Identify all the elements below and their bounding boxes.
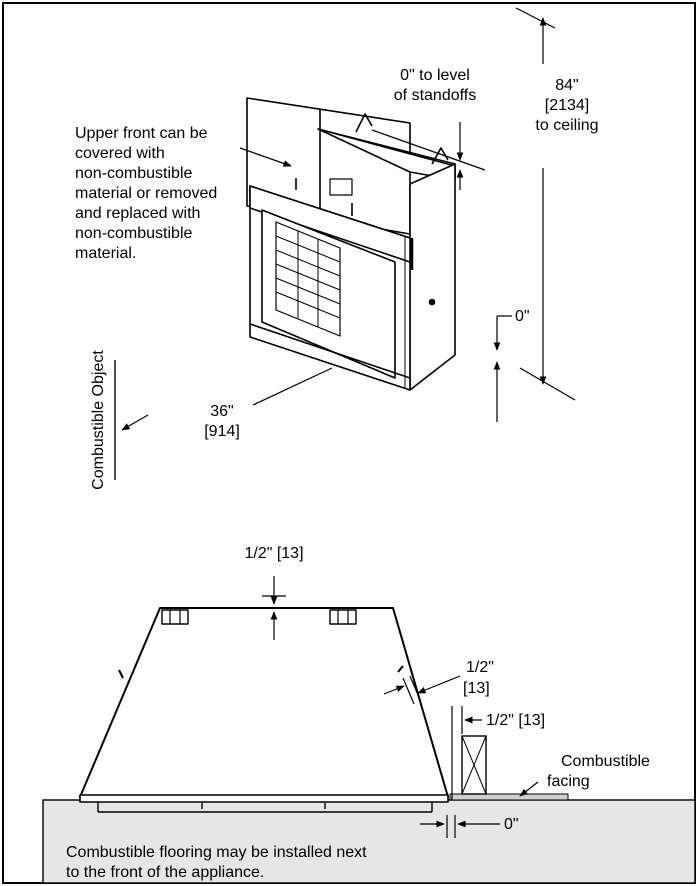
- facing-label-line-2: facing: [547, 773, 590, 790]
- flooring-note-line-2: to the front of the appliance.: [66, 864, 264, 881]
- flooring-note-line-1: Combustible flooring may be installed ne…: [66, 844, 367, 861]
- side-zero-label: 0": [515, 308, 530, 325]
- upper-front-note-line-6: non-combustible: [75, 225, 193, 242]
- upper-front-note-line-7: material.: [75, 245, 136, 262]
- plan-view-dimensions: [262, 576, 539, 838]
- standoffs-label-line-1: 0" to level: [400, 67, 470, 84]
- floor-zero-label: 0": [504, 816, 519, 833]
- width-label-line-2: [914]: [204, 423, 240, 440]
- upper-front-note-line-2: covered with: [75, 145, 165, 162]
- facing-label-line-1: Combustible: [561, 753, 650, 770]
- upper-front-note-line-5: and replaced with: [75, 205, 200, 222]
- ceiling-label-line-3: to ceiling: [535, 117, 598, 134]
- upper-front-note-line-3: non-combustible: [75, 165, 193, 182]
- standoffs-label-line-2: of standoffs: [394, 87, 476, 104]
- combustible-object-label: Combustible Object: [90, 350, 107, 490]
- fireplace-plan-view: [79, 607, 449, 813]
- top-clearance-label: 1/2" [13]: [244, 545, 303, 562]
- combustible-floor: [42, 799, 696, 884]
- ceiling-label-line-1: 84": [555, 77, 578, 94]
- ceiling-label-line-2: [2134]: [545, 97, 589, 114]
- combustible-facing: [449, 793, 569, 801]
- upper-front-note-line-4: material or removed: [75, 185, 217, 202]
- upper-front-note-line-1: Upper front can be: [75, 125, 208, 142]
- upper-front-note: Upper front can be covered with non-comb…: [75, 125, 217, 262]
- fireplace-illustration: [246, 97, 456, 391]
- top-view-dimensions: [114, 7, 576, 480]
- facing-clearance-label: 1/2" [13]: [486, 712, 545, 729]
- side-clearance-label-line-1: 1/2": [466, 659, 494, 676]
- width-label-line-1: 36": [210, 403, 233, 420]
- side-clearance-label-line-2: [13]: [463, 680, 490, 697]
